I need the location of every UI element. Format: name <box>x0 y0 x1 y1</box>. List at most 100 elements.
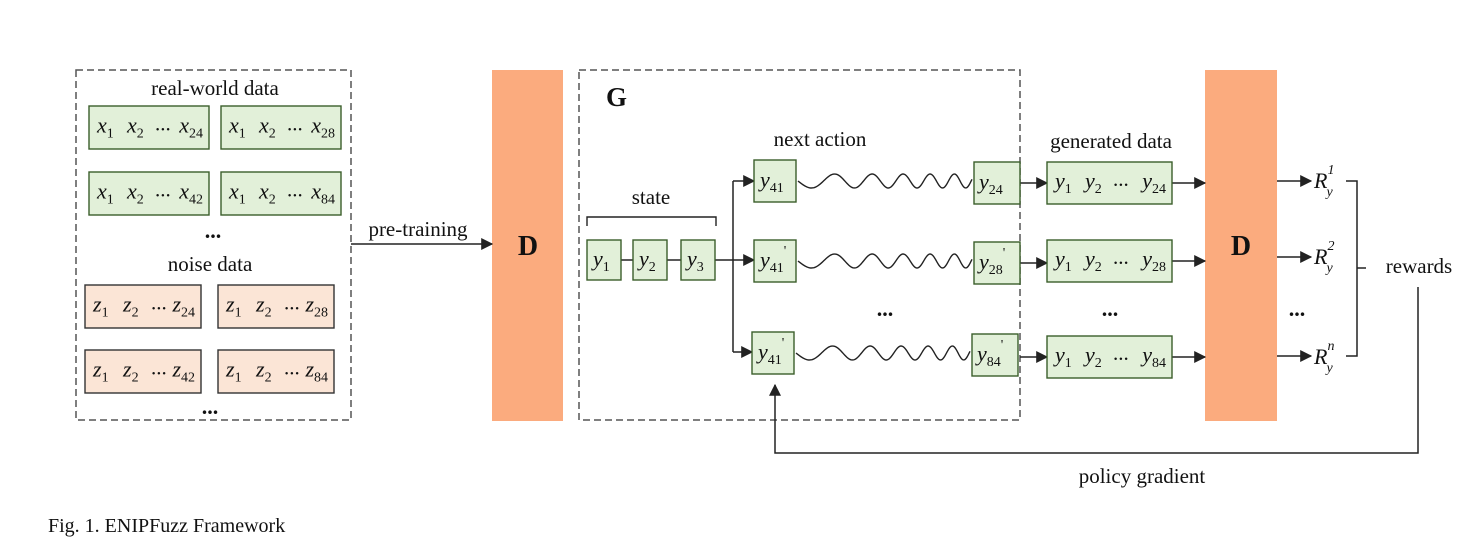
token-text: y84' <box>975 338 1003 370</box>
next-action-frame <box>751 331 795 375</box>
token-text: y2 <box>1083 246 1102 275</box>
generated-data-label: generated data <box>1050 129 1173 153</box>
next-action-frame <box>753 159 797 203</box>
seq-ellipsis: ... <box>284 291 300 315</box>
seq-ellipsis: ... <box>155 112 171 136</box>
token-text: y28' <box>977 246 1005 278</box>
real-world-seq-box: x1 x2... x42 <box>88 171 210 216</box>
generated-ellipsis: ... <box>1102 296 1119 321</box>
token-text: y41' <box>756 336 784 368</box>
real-world-data-label: real-world data <box>151 76 279 100</box>
discriminator-label-2: D <box>1231 231 1251 262</box>
rewards-ellipsis: ... <box>1289 296 1306 321</box>
token-text: y1 <box>1053 246 1072 275</box>
figure-caption: Fig. 1. ENIPFuzz Framework <box>48 515 285 537</box>
discriminator-block-reward <box>1205 70 1277 421</box>
noise-data-ellipsis: ... <box>202 394 219 419</box>
seq-ellipsis: ... <box>151 291 167 315</box>
noise-seq-box-frame <box>84 284 202 329</box>
noise-seq-box-frame <box>84 349 202 394</box>
token-text: x1 <box>96 113 114 142</box>
rewards-bracket <box>1346 180 1358 357</box>
generated-seq-box-frame <box>1046 161 1173 205</box>
policy-gradient-feedback <box>769 287 1419 454</box>
token-text: z42 <box>171 357 195 386</box>
token-text: y41' <box>758 244 786 276</box>
state-token-box: y3 <box>680 239 716 281</box>
final-token-box: y28' <box>973 241 1021 285</box>
seq-ellipsis: ... <box>155 178 171 202</box>
policy-gradient-label: policy gradient <box>1079 464 1206 488</box>
token-text: y84 <box>1140 342 1166 371</box>
seq-ellipsis: ... <box>284 356 300 380</box>
action-ellipsis: ... <box>877 296 894 321</box>
noise-data-label: noise data <box>168 252 253 276</box>
token-text: y24 <box>1140 168 1166 197</box>
connectors <box>351 175 1419 454</box>
seq-ellipsis: ... <box>1113 167 1129 191</box>
token-text: x2 <box>258 113 276 142</box>
token-text: z1 <box>92 292 109 321</box>
seq-ellipsis: ... <box>287 178 303 202</box>
next-action-frame <box>753 239 797 283</box>
next-action-box: y41 <box>753 159 797 203</box>
state-token-frame <box>632 239 668 281</box>
real-data-ellipsis: ... <box>205 218 222 243</box>
token-text: y3 <box>685 246 704 275</box>
real-world-seq-box-frame <box>220 171 342 216</box>
token-text: y24 <box>977 169 1003 198</box>
real-world-seq-box-frame <box>88 171 210 216</box>
token-text: x1 <box>228 179 246 208</box>
token-text: z2 <box>255 357 272 386</box>
token-text: x28 <box>310 113 335 142</box>
token-text: y1 <box>591 246 610 275</box>
token-text: z1 <box>92 357 109 386</box>
token-text: z2 <box>122 357 139 386</box>
token-text: y1 <box>1053 342 1072 371</box>
token-text: x2 <box>126 179 144 208</box>
token-text: x1 <box>96 179 114 208</box>
rewards-label: rewards <box>1386 254 1452 278</box>
token-text: x1 <box>228 113 246 142</box>
pre-training-label: pre-training <box>368 217 468 241</box>
real-world-seq-box-frame <box>88 105 210 150</box>
next-action-box: y41' <box>751 331 795 375</box>
noise-seq-box-frame <box>217 349 335 394</box>
token-text: x84 <box>310 179 335 208</box>
seq-ellipsis: ... <box>151 356 167 380</box>
action-wave-line <box>795 345 971 361</box>
final-token-frame <box>973 161 1021 205</box>
final-token-frame <box>973 241 1021 285</box>
seq-ellipsis: ... <box>1113 341 1129 365</box>
next-action-box: y41' <box>753 239 797 283</box>
state-token-box: y1 <box>586 239 622 281</box>
token-text: y1 <box>1053 168 1072 197</box>
token-text: z28 <box>304 292 328 321</box>
final-token-frame <box>971 333 1019 377</box>
noise-seq-box: z1 z2...z42 <box>84 349 202 394</box>
action-waves <box>795 173 973 361</box>
noise-seq-box-frame <box>217 284 335 329</box>
token-text: y2 <box>1083 168 1102 197</box>
token-text: z24 <box>171 292 195 321</box>
state-token-frame <box>680 239 716 281</box>
state-bracket <box>586 216 717 226</box>
generated-seq-box-frame <box>1046 335 1173 379</box>
real-world-seq-box: x1 x2... x24 <box>88 105 210 150</box>
token-text: x2 <box>126 113 144 142</box>
generator-label: G <box>606 82 627 112</box>
token-text: z2 <box>255 292 272 321</box>
generated-seq-box: y1 y2... y24 <box>1046 161 1173 205</box>
token-text: x24 <box>178 113 203 142</box>
data-panel <box>75 69 352 421</box>
token-text: x42 <box>178 179 203 208</box>
state-token-box: y2 <box>632 239 668 281</box>
